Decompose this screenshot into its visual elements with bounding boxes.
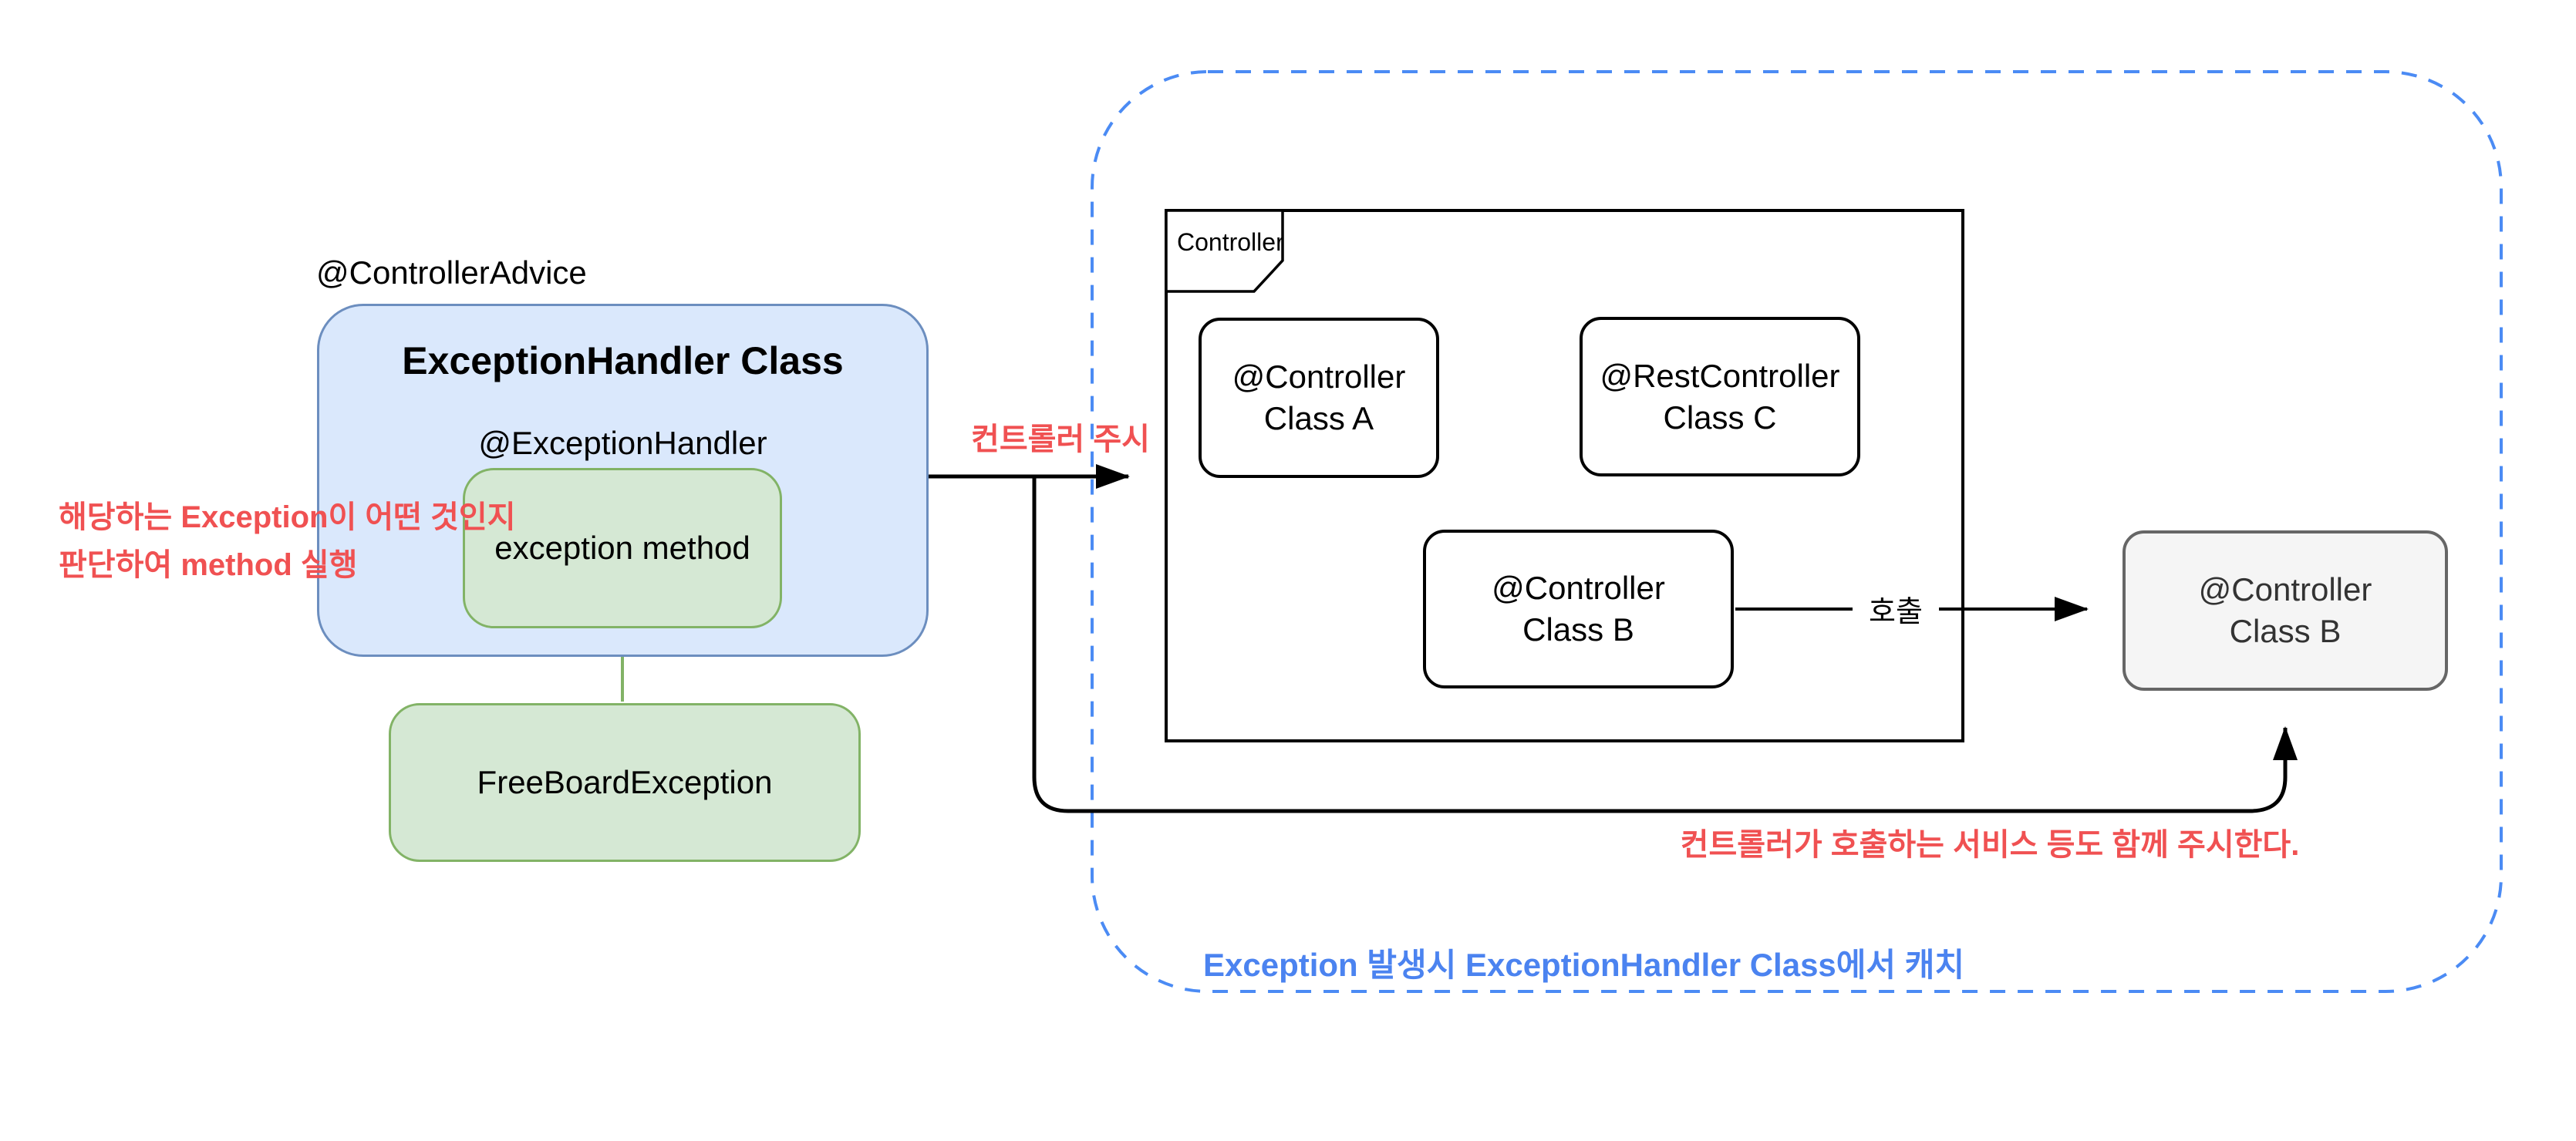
external-controller-class-b-box: @Controller Class B [2123,530,2448,691]
controller-frame-tab [1165,209,1284,293]
rest-controller-class-c-line2: Class C [1663,399,1777,436]
controller-advice-label: @ControllerAdvice [316,254,587,291]
watch-arrow-label: 컨트롤러 주시 [971,422,1150,456]
exception-handler-annotation: @ExceptionHandler [478,425,767,461]
controller-frame-label: Controller [1177,228,1284,256]
exception-scope-dashed-container [1091,70,2503,993]
call-arrow-label: 호출 [1853,589,1939,628]
watch-services-arrow [1032,476,2298,813]
exception-handler-class-title: ExceptionHandler Class [402,339,844,382]
controller-class-a-line2: Class A [1263,400,1374,436]
rest-controller-class-c-line1: @RestController [1600,357,1840,394]
left-red-note: 해당하는 Exception이 어떤 것인지 판단하여 method 실행 [59,493,516,589]
controller-class-b-box: @Controller Class B [1423,530,1734,688]
freeboard-exception-box: FreeBoardException [389,703,861,862]
external-controller-class-b-line2: Class B [2229,613,2342,649]
exception-catch-note: Exception 발생시 ExceptionHandler Class에서 캐… [1203,947,1965,983]
left-red-note-line2: 판단하여 method 실행 [59,548,358,582]
exception-method-label: exception method [494,530,750,566]
rest-controller-class-c-box: @RestController Class C [1580,317,1860,476]
left-red-note-line1: 해당하는 Exception이 어떤 것인지 [59,500,516,534]
controller-class-b-line2: Class B [1522,611,1634,648]
service-watch-note: 컨트롤러가 호출하는 서비스 등도 함께 주시한다. [1680,828,2300,862]
controller-class-b-line1: @Controller [1492,570,1665,606]
external-controller-class-b-line1: @Controller [2198,571,2372,608]
exception-method-box: exception method [463,468,782,628]
controller-class-a-line1: @Controller [1232,358,1406,395]
freeboard-exception-label: FreeBoardException [477,764,773,800]
controller-class-a-box: @Controller Class A [1199,318,1439,478]
